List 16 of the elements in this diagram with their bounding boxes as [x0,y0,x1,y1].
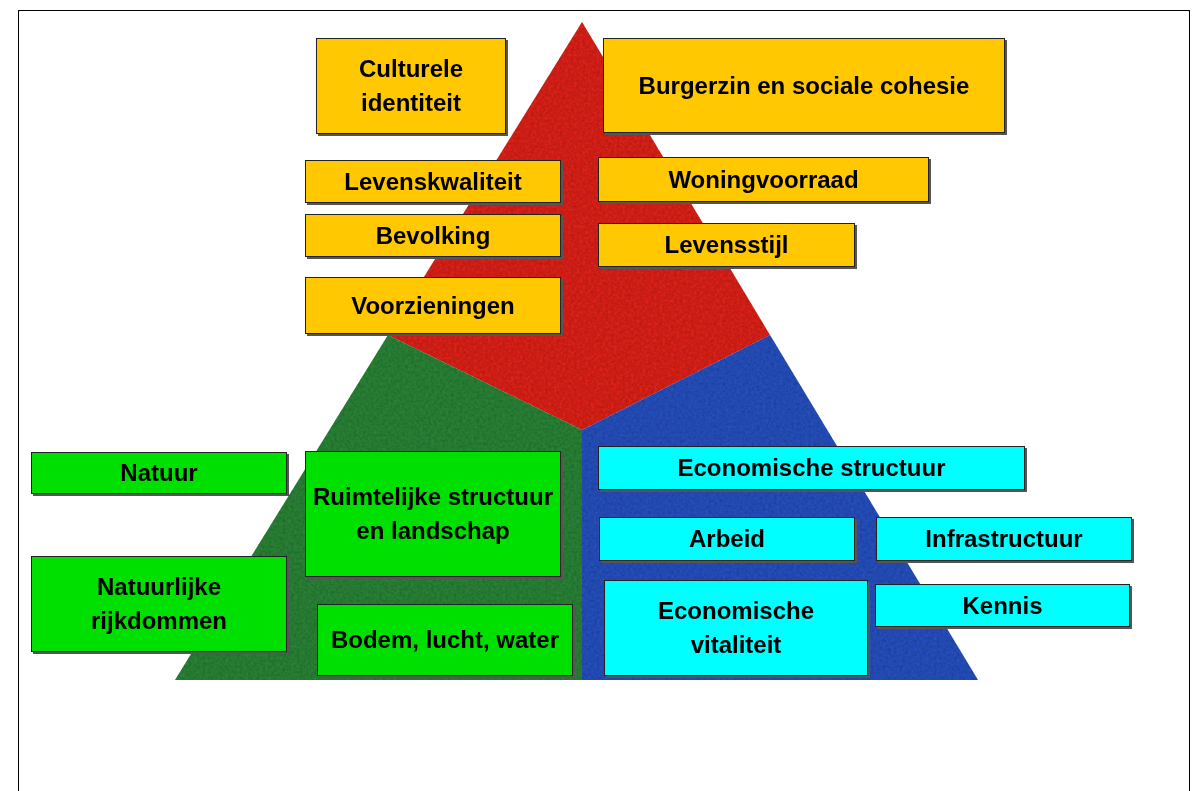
category-box: Bevolking [305,214,561,257]
category-box: Economische vitaliteit [604,580,868,676]
category-box: Natuur [31,452,287,494]
category-box: Bodem, lucht, water [317,604,573,676]
category-box: Woningvoorraad [598,157,929,202]
category-box: Ruimtelijke structuur en landschap [305,451,561,577]
category-box: Culturele identiteit [316,38,506,134]
category-box: Voorzieningen [305,277,561,334]
category-box: Levenskwaliteit [305,160,561,203]
category-box: Burgerzin en sociale cohesie [603,38,1005,133]
category-box: Economische structuur [598,446,1025,490]
category-box: Natuurlijke rijkdommen [31,556,287,652]
category-box: Levensstijl [598,223,855,267]
category-box: Infrastructuur [876,517,1132,561]
category-box: Kennis [875,584,1130,627]
category-box: Arbeid [599,517,855,561]
